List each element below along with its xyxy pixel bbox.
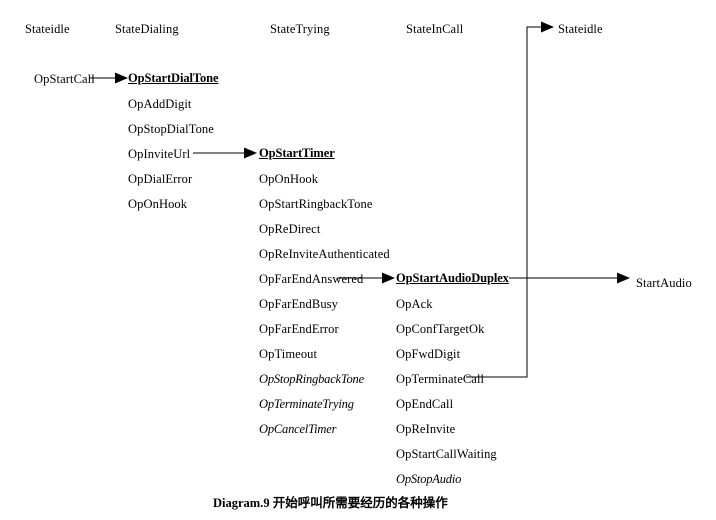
diagram-caption: Diagram.9 开始呼叫所需要经历的各种操作	[213, 496, 448, 510]
arrowhead-inviteurl-to-starttimer	[244, 147, 257, 159]
operation-opreinvite: OpReInvite	[396, 422, 456, 436]
operation-opfarendbusy: OpFarEndBusy	[259, 297, 338, 311]
operation-opfarendanswered: OpFarEndAnswered	[259, 272, 364, 286]
header-statetrying: StateTrying	[270, 22, 330, 36]
operation-opadddigit: OpAddDigit	[128, 97, 192, 111]
trigger-opstartcall: OpStartCall	[34, 72, 95, 86]
operation-opconftargetok: OpConfTargetOk	[396, 322, 485, 336]
operation-opack: OpAck	[396, 297, 433, 311]
state-entry-opstarttimer: OpStartTimer	[259, 146, 335, 160]
header-stateidle-end: Stateidle	[558, 22, 603, 36]
operation-opinviteurl: OpInviteUrl	[128, 147, 191, 161]
operation-opfarenderror: OpFarEndError	[259, 322, 339, 336]
operation-opcanceltimer: OpCancelTimer	[259, 422, 337, 436]
arrowhead-farendanswered-to-startaudioduplex	[382, 272, 395, 284]
operation-opstartcallwaiting: OpStartCallWaiting	[396, 447, 497, 461]
operation-opreinviteauthenticated: OpReInviteAuthenticated	[259, 247, 390, 261]
arrowhead-trunk-to-stateidle	[541, 21, 554, 33]
state-entry-opstartaudioduplex: OpStartAudioDuplex	[396, 271, 509, 285]
header-statedialing: StateDialing	[115, 22, 179, 36]
operation-opstopdialtone: OpStopDialTone	[128, 122, 214, 136]
operation-opstartringbacktone: OpStartRingbackTone	[259, 197, 373, 211]
arrowhead-startaudioduplex-to-startaudio	[617, 272, 630, 284]
operation-opterminatetrying: OpTerminateTrying	[259, 397, 354, 411]
header-stateincall: StateInCall	[406, 22, 464, 36]
state-entry-opstartdialtone: OpStartDialTone	[128, 71, 219, 85]
header-stateidle-start: Stateidle	[25, 22, 70, 36]
operation-opterminatecall: OpTerminateCall	[396, 372, 485, 386]
operation-optimeout: OpTimeout	[259, 347, 318, 361]
operation-opredirect: OpReDirect	[259, 222, 321, 236]
operation-opdialerror: OpDialError	[128, 172, 193, 186]
arrowhead-startcall-to-startdialtone	[115, 72, 128, 84]
operation-opendcall: OpEndCall	[396, 397, 454, 411]
operation-oponhook-dialing: OpOnHook	[128, 197, 188, 211]
operation-oponhook-trying: OpOnHook	[259, 172, 319, 186]
operation-opstopringbacktone: OpStopRingbackTone	[259, 372, 364, 386]
operation-opfwddigit: OpFwdDigit	[396, 347, 461, 361]
operation-opstopaudio: OpStopAudio	[396, 472, 462, 486]
output-startaudio: StartAudio	[636, 276, 692, 290]
